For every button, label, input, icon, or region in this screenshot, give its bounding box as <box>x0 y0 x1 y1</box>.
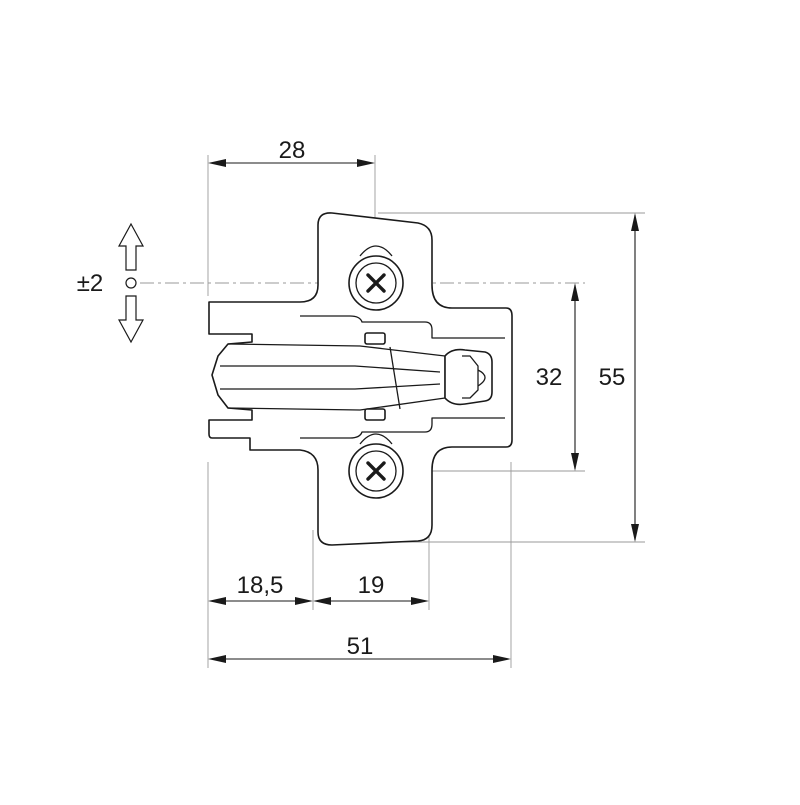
cam-groove <box>220 346 441 410</box>
arrow-down-icon <box>117 295 145 344</box>
dimension-bottom-19 <box>313 597 429 605</box>
dim-label-18-5: 18,5 <box>237 572 284 599</box>
clip-catch <box>444 348 493 406</box>
dim-label-19: 19 <box>358 572 385 599</box>
lower-lug <box>364 408 386 421</box>
dim-label-55: 55 <box>599 364 626 391</box>
lower-screw <box>348 433 404 499</box>
dim-label-51: 51 <box>347 633 374 660</box>
plate-inner-step <box>300 315 505 439</box>
dimension-right-55 <box>631 213 639 542</box>
upper-screw <box>348 245 404 311</box>
upper-lug <box>364 332 386 345</box>
clip-detail <box>462 355 486 399</box>
dim-label-32: 32 <box>536 364 563 391</box>
adjustment-center-icon <box>125 277 137 289</box>
dim-label-28: 28 <box>279 137 306 164</box>
dimension-right-32 <box>571 283 579 471</box>
plate-outline <box>208 212 513 546</box>
mounting-plate <box>208 212 513 546</box>
dimension-top-28 <box>208 159 375 167</box>
arrow-up-icon <box>117 222 145 271</box>
dimension-bottom-51 <box>208 655 511 663</box>
adjustment-label: ±2 <box>77 270 104 297</box>
height-adjustment-indicator <box>117 222 145 344</box>
dimension-bottom-18-5 <box>208 597 313 605</box>
